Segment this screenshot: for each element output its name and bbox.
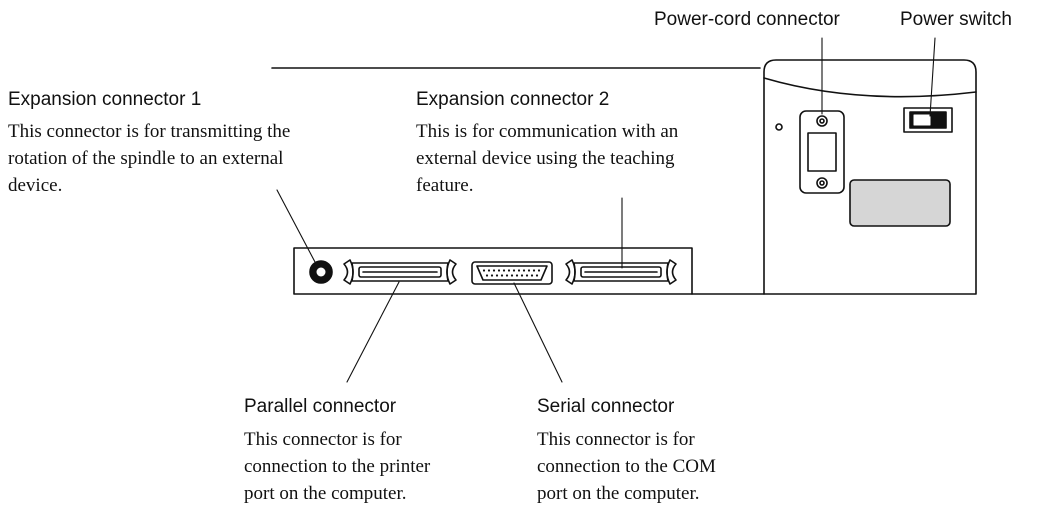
expansion2-port-icon — [565, 259, 677, 285]
leader-serial — [513, 282, 563, 383]
right-housing-curve — [763, 77, 977, 98]
leader-parallel — [346, 281, 400, 383]
parallel-port-icon — [343, 259, 457, 285]
expansion-jack-icon — [309, 260, 333, 284]
expansion1-description: This connector is for transmitting the r… — [8, 121, 291, 196]
parallel-description: This connector is for connection to the … — [244, 429, 431, 504]
leader-expansion1 — [276, 189, 316, 263]
parallel-title: Parallel connector — [244, 396, 397, 417]
serial-title: Serial connector — [537, 396, 675, 417]
leader-power-switch — [929, 37, 936, 117]
serial-port-icon — [471, 261, 553, 285]
connector-panel — [293, 247, 693, 295]
label-plate — [849, 179, 951, 227]
mount-hole-icon — [775, 123, 783, 131]
expansion2-title: Expansion connector 2 — [416, 89, 610, 110]
power-cord-title: Power-cord connector — [654, 9, 840, 30]
expansion1-title: Expansion connector 1 — [8, 89, 202, 110]
power-switch-icon — [903, 107, 953, 133]
serial-description: This connector is for connection to the … — [537, 429, 716, 504]
power-switch-title: Power switch — [900, 9, 1012, 30]
expansion2-description: This is for communication with an extern… — [416, 121, 679, 196]
